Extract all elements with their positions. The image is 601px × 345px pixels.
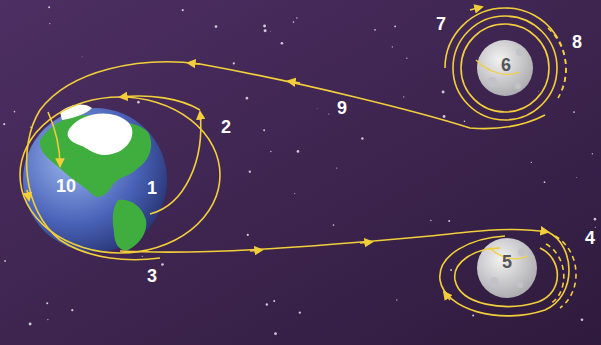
callout-number: 3 xyxy=(147,267,157,285)
star xyxy=(396,299,397,300)
star xyxy=(594,218,597,221)
star xyxy=(544,181,546,183)
star xyxy=(273,300,275,302)
star xyxy=(448,220,450,222)
star xyxy=(264,29,267,32)
star xyxy=(442,91,445,94)
star xyxy=(3,123,5,125)
star xyxy=(47,319,48,320)
star xyxy=(336,168,337,169)
star xyxy=(403,96,404,97)
callout-number: 9 xyxy=(337,99,347,117)
callout-number: 7 xyxy=(436,15,446,33)
star xyxy=(328,113,329,114)
star xyxy=(296,17,297,18)
star xyxy=(294,193,295,194)
callout-number: 5 xyxy=(502,253,512,271)
callout-number: 4 xyxy=(585,229,595,247)
callout-number: 2 xyxy=(221,118,231,136)
star xyxy=(592,153,593,154)
moon-upper xyxy=(477,40,533,96)
star xyxy=(538,90,540,92)
star xyxy=(293,21,295,23)
star xyxy=(443,115,446,118)
star xyxy=(430,220,431,221)
star xyxy=(531,162,532,163)
star xyxy=(316,108,318,110)
star xyxy=(71,309,73,311)
star xyxy=(46,302,48,304)
star xyxy=(270,30,272,32)
star xyxy=(299,312,301,314)
star xyxy=(29,323,32,326)
star xyxy=(14,111,16,113)
star xyxy=(581,318,584,321)
star xyxy=(392,46,393,47)
star xyxy=(81,56,83,58)
star xyxy=(49,23,50,24)
callout-number: 6 xyxy=(501,56,511,74)
star xyxy=(406,58,407,59)
star xyxy=(266,303,268,305)
callout-number: 8 xyxy=(572,33,582,51)
star xyxy=(263,129,265,131)
star xyxy=(215,25,218,28)
star xyxy=(394,25,396,27)
star xyxy=(137,101,140,104)
star xyxy=(450,269,452,271)
star xyxy=(48,6,50,8)
earth xyxy=(23,105,167,252)
star xyxy=(246,97,249,100)
trajectories xyxy=(20,7,576,316)
star xyxy=(464,121,466,123)
star xyxy=(281,42,284,45)
star xyxy=(233,62,235,64)
callout-number: 1 xyxy=(147,179,157,197)
moon-lower xyxy=(477,238,537,298)
star xyxy=(4,260,6,262)
star xyxy=(142,256,143,257)
star xyxy=(161,263,164,266)
star xyxy=(374,29,376,31)
callout-number: 10 xyxy=(56,177,76,195)
star xyxy=(361,137,363,139)
star xyxy=(573,111,575,113)
star xyxy=(472,315,474,317)
star xyxy=(576,177,578,179)
star xyxy=(595,227,596,228)
star xyxy=(274,332,277,335)
star xyxy=(182,9,184,11)
stars xyxy=(3,6,596,335)
star xyxy=(297,150,300,153)
star xyxy=(270,151,271,152)
star xyxy=(247,234,249,236)
star xyxy=(333,224,335,226)
star xyxy=(263,25,266,28)
star xyxy=(249,171,251,173)
